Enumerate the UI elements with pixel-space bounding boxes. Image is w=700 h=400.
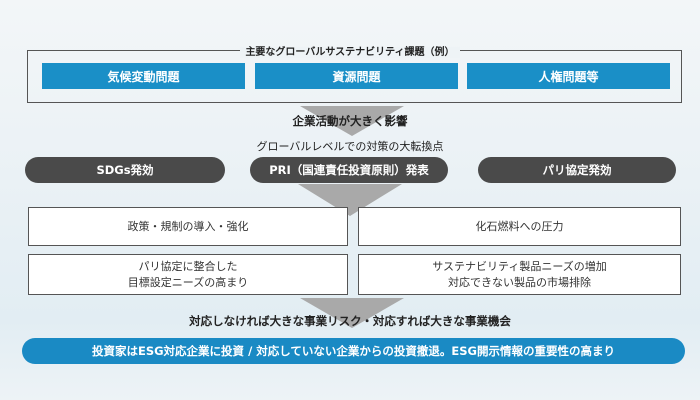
- risk-text: 対応しなければ大きな事業リスク・対応すれば大きな事業機会: [189, 314, 511, 328]
- issue-human-rights: 人権問題等: [467, 63, 670, 89]
- impact-text: 企業活動が大きく影響: [292, 114, 408, 128]
- effect-fossil: 化石燃料への圧力: [358, 207, 681, 246]
- effect-policy: 政策・規制の導入・強化: [28, 207, 348, 246]
- effect-sustainability-products: サステナビリティ製品ニーズの増加対応できない製品の市場排除: [358, 254, 681, 295]
- event-sdgs: SDGs発効: [25, 157, 225, 183]
- issue-resources: 資源問題: [255, 63, 458, 89]
- issue-climate: 気候変動問題: [42, 63, 245, 89]
- event-pri: PRI（国連責任投資原則）発表: [250, 157, 448, 183]
- conclusion-banner: 投資家はESG対応企業に投資 / 対応していない企業からの投資撤退。ESG開示情…: [22, 338, 685, 364]
- effect-paris-targets: パリ協定に整合した目標設定ニーズの高まり: [28, 254, 348, 295]
- turning-point-text: グローバルレベルでの対策の大転換点: [256, 140, 444, 153]
- issues-title: 主要なグローバルサステナビリティ課題（例）: [0, 43, 700, 58]
- line: パリ協定に整合した: [138, 259, 238, 273]
- event-paris: パリ協定発効: [478, 157, 676, 183]
- arrow-down-icon: [300, 106, 404, 136]
- arrow-down-icon: [300, 298, 404, 328]
- line: 目標設定ニーズの高まり: [127, 275, 249, 289]
- line: サステナビリティ製品ニーズの増加: [432, 259, 607, 273]
- line: 対応できない製品の市場排除: [448, 275, 591, 289]
